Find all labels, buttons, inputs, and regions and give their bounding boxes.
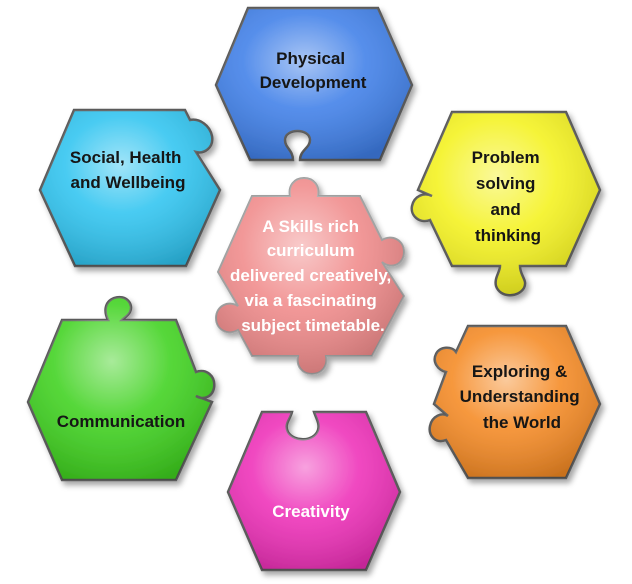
piece-physical-development: Physical Development <box>214 6 414 162</box>
piece-creativity: Creativity <box>226 410 402 572</box>
piece-communication: Communication <box>26 295 216 482</box>
social-health-label: Social, Health and Wellbeing <box>70 148 186 192</box>
piece-exploring-world: Exploring & Understanding the World <box>428 324 602 480</box>
creativity-label: Creativity <box>272 502 350 521</box>
piece-center: A Skills rich curriculum delivered creat… <box>214 176 406 376</box>
piece-problem-solving: Problem solving and thinking <box>410 110 602 297</box>
problem-solving-label: Problem solving and thinking <box>472 148 545 245</box>
piece-social-health: Social, Health and Wellbeing <box>38 108 222 268</box>
exploring-world-label: Exploring & Understanding the World <box>460 362 585 432</box>
center-label: A Skills rich curriculum delivered creat… <box>230 217 396 335</box>
physical-development-label: Physical Development <box>260 49 367 92</box>
communication-label: Communication <box>57 412 185 431</box>
